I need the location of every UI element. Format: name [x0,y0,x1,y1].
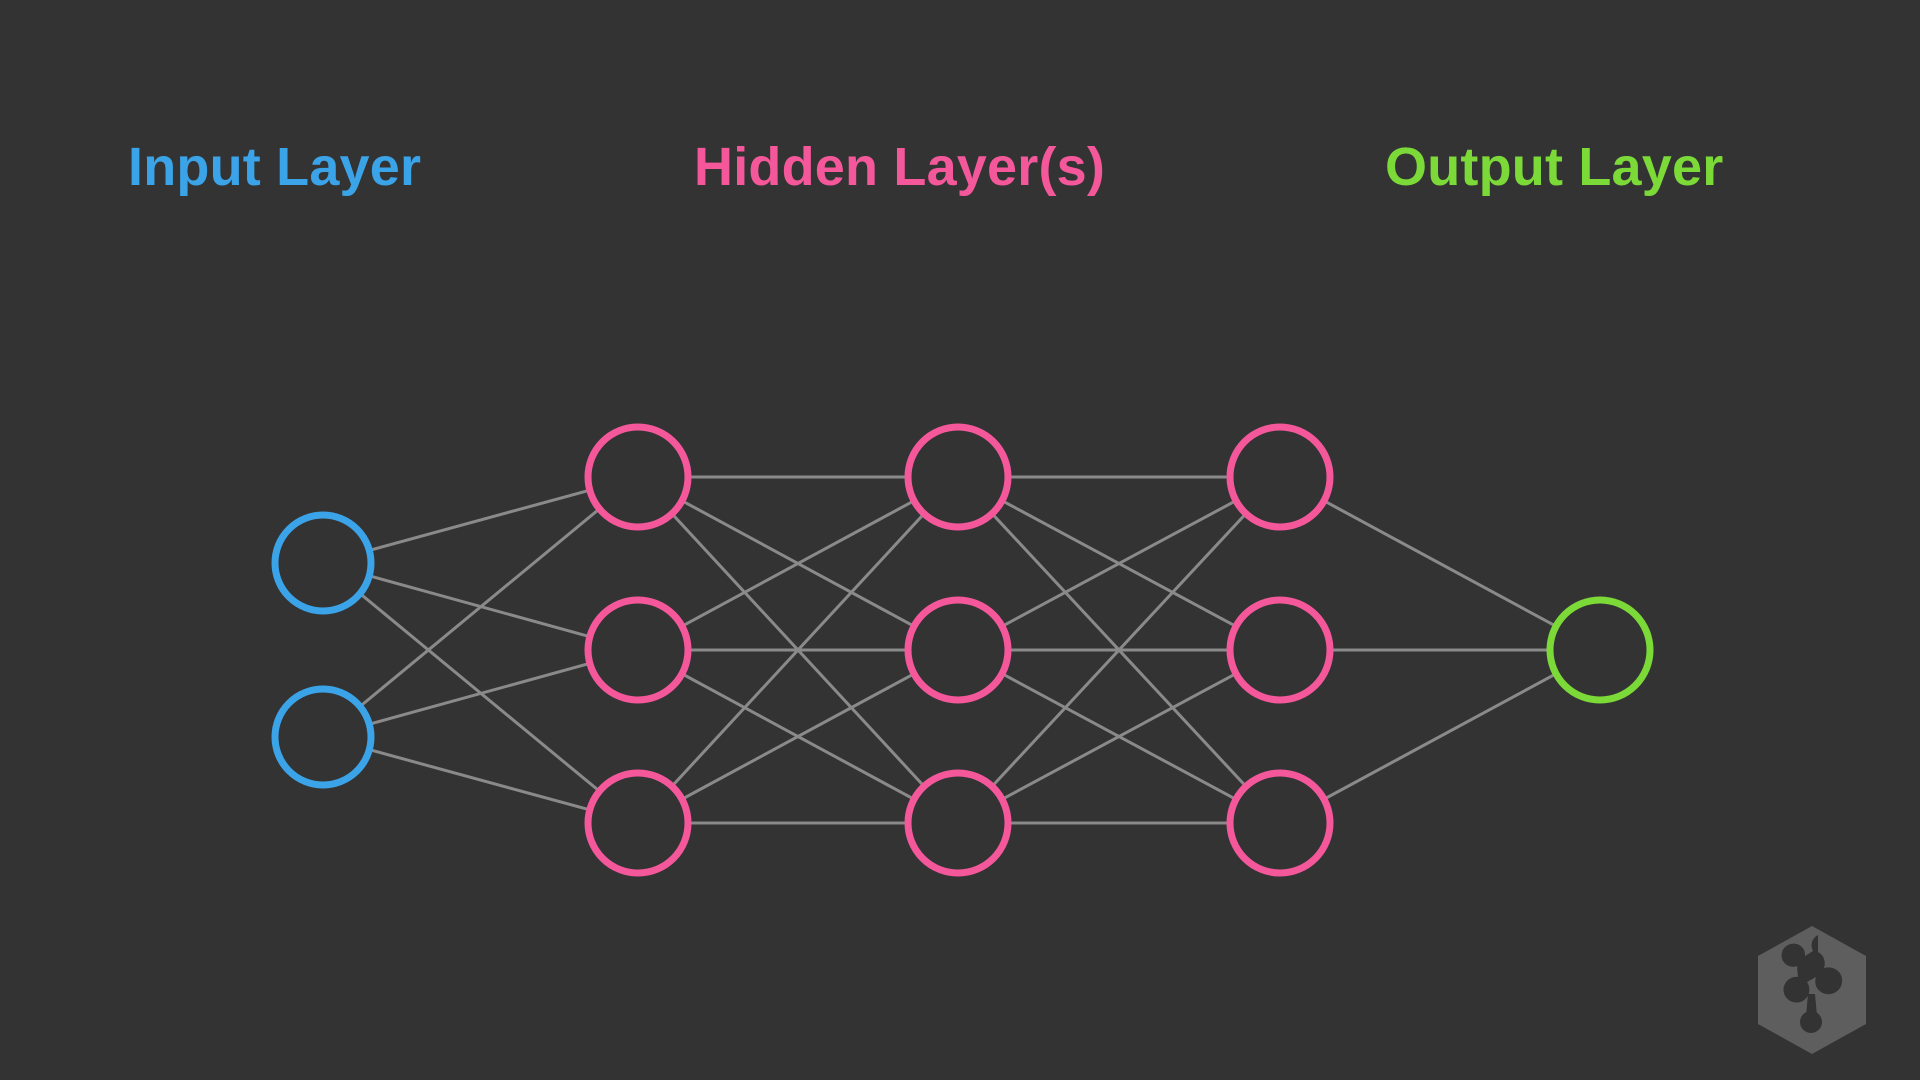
connection-edge [321,735,640,825]
connection-edge [956,475,1282,825]
neuron-node-input-1[interactable] [271,511,375,615]
hidden-layer-title: Hidden Layer(s) [694,137,1106,197]
node-fill [588,600,688,700]
node-fill [588,427,688,527]
node-fill [1550,600,1650,700]
node-fill [588,773,688,873]
connection-edge [321,475,640,565]
node-fill [1230,773,1330,873]
neuron-node-hidden-2-3[interactable] [904,769,1012,877]
node-fill [1230,427,1330,527]
neuron-node-output-1[interactable] [1546,596,1654,704]
node-fill [275,515,371,611]
node-fill [275,689,371,785]
treehouse-logo-watermark [1758,926,1866,1054]
connection-edge [636,475,960,825]
neuron-node-hidden-1-3[interactable] [584,769,692,877]
neuron-node-hidden-1-2[interactable] [584,596,692,704]
node-fill [908,427,1008,527]
node-fill [908,600,1008,700]
neuron-node-hidden-3-2[interactable] [1226,596,1334,704]
edge-group [321,475,1602,825]
node-group [271,423,1654,877]
node-fill [1230,600,1330,700]
neuron-node-input-2[interactable] [271,685,375,789]
connection-edge [321,648,640,739]
connection-edge [636,648,960,825]
input-layer-title: Input Layer [128,137,422,197]
neuron-node-hidden-2-2[interactable] [904,596,1012,704]
neuron-node-hidden-2-1[interactable] [904,423,1012,531]
connection-edge [956,648,1282,825]
connection-edge [321,475,640,739]
neuron-node-hidden-3-3[interactable] [1226,769,1334,877]
connection-edge [1278,475,1602,652]
connection-edge [956,475,1282,652]
connection-edge [1278,648,1602,825]
node-fill [908,773,1008,873]
output-layer-title: Output Layer [1385,137,1724,197]
neuron-node-hidden-3-1[interactable] [1226,423,1334,531]
connection-edge [636,475,960,652]
neuron-node-hidden-1-1[interactable] [584,423,692,531]
